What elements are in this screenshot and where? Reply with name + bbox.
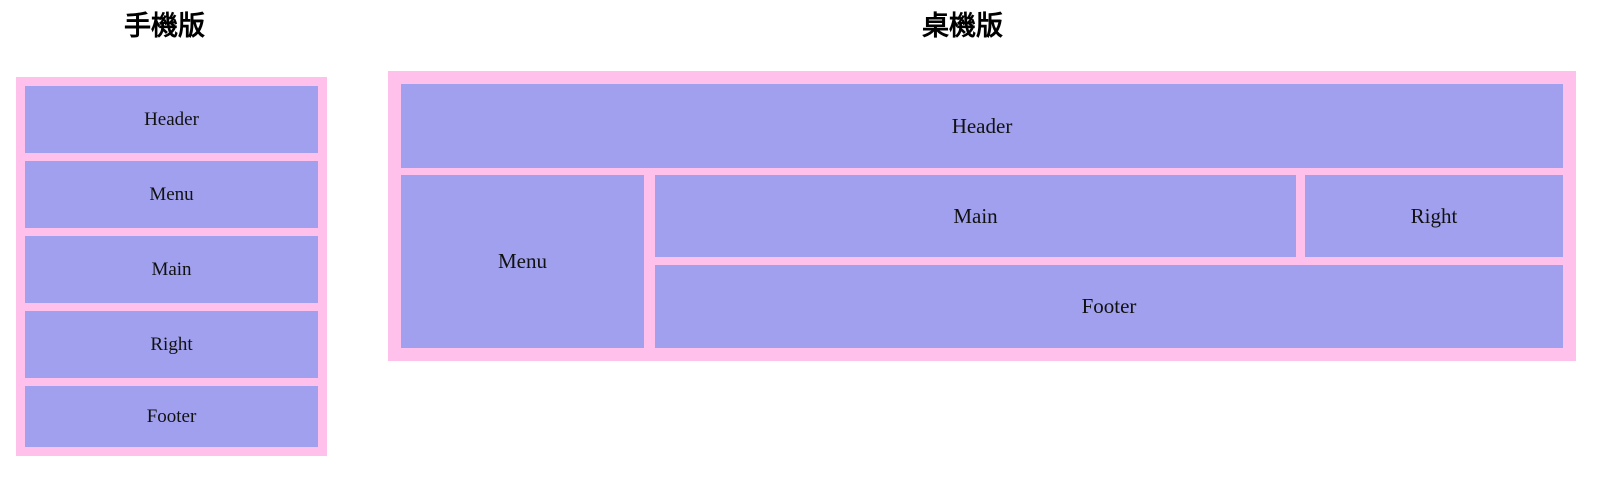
desktop-region-menu: Menu xyxy=(401,175,644,348)
desktop-region-right: Right xyxy=(1305,175,1563,257)
desktop-region-main: Main xyxy=(655,175,1296,257)
mobile-layout-frame: Header Menu Main Right Footer xyxy=(16,77,327,456)
mobile-diagram-title: 手機版 xyxy=(124,11,205,42)
desktop-diagram-title: 桌機版 xyxy=(922,11,1003,42)
desktop-region-footer: Footer xyxy=(655,265,1563,348)
desktop-layout-frame: Header Menu Main Right Footer xyxy=(388,71,1576,361)
mobile-region-main: Main xyxy=(25,236,318,303)
mobile-region-right: Right xyxy=(25,311,318,378)
desktop-region-header: Header xyxy=(401,84,1563,168)
mobile-region-header: Header xyxy=(25,86,318,153)
mobile-region-footer: Footer xyxy=(25,386,318,447)
mobile-region-menu: Menu xyxy=(25,161,318,228)
